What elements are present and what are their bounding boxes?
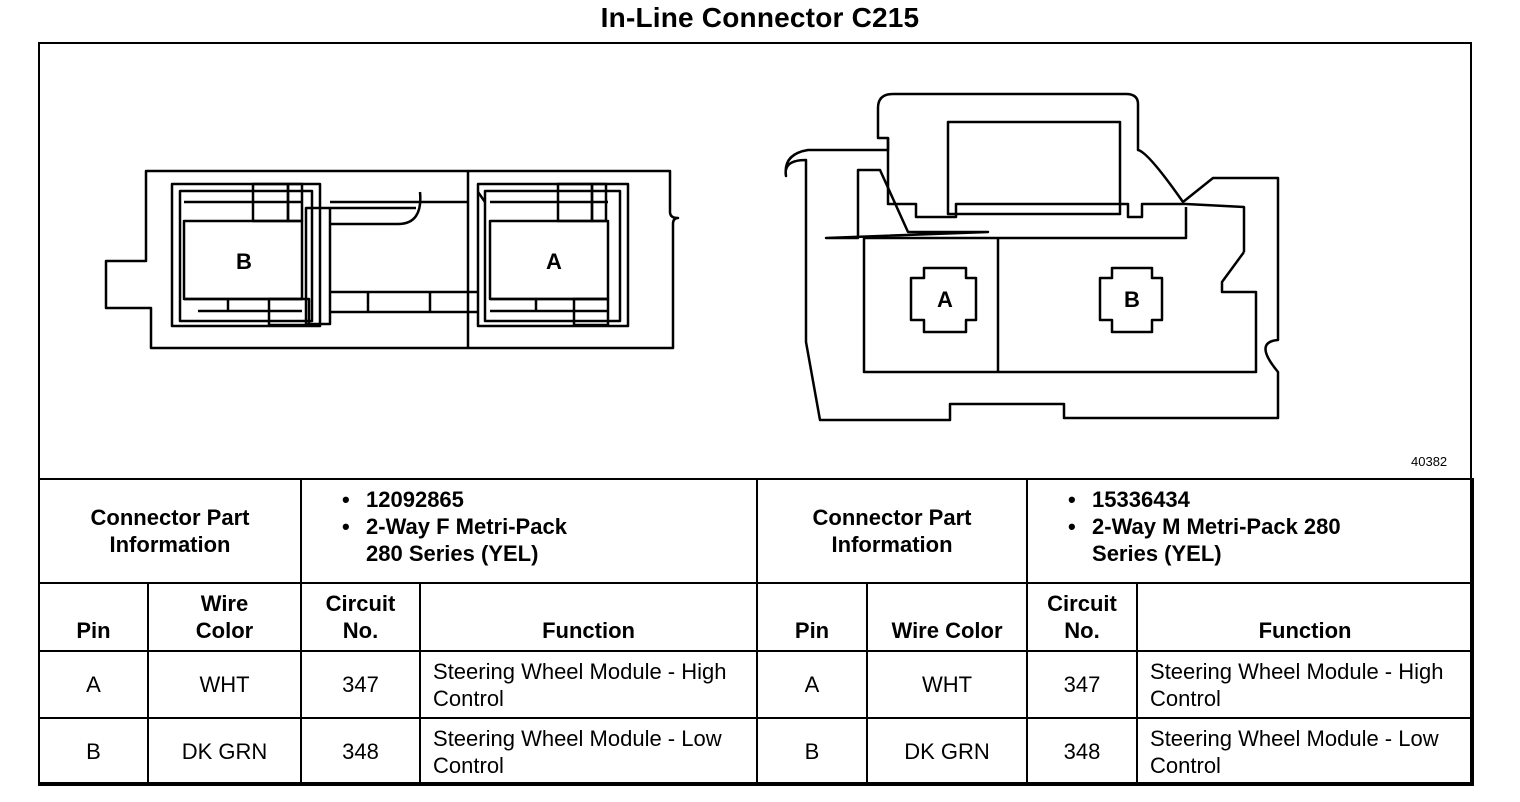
face-pin-label: B xyxy=(236,249,252,274)
part-description: 2-Way M Metri-Pack 280 Series (YEL) xyxy=(1068,513,1342,567)
col-header-pin: Pin xyxy=(756,582,869,652)
col-header-wire-color: Wire Color xyxy=(866,582,1029,652)
part-number: 12092865 xyxy=(342,486,756,513)
col-header-pin: Pin xyxy=(38,582,149,652)
circuit-cell: 348 xyxy=(300,717,422,786)
face-pin-label: A xyxy=(937,287,953,312)
face-pin-label: A xyxy=(546,249,562,274)
wire-color-cell: WHT xyxy=(146,650,303,719)
connector-diagram: B A A B xyxy=(38,42,1472,478)
function-cell: Steering Wheel Module - Low Control xyxy=(419,717,759,786)
part-info-label: Connector Part Information xyxy=(37,478,303,584)
part-info-label: Connector Part Information xyxy=(756,478,1029,584)
table-row: B DK GRN 348 Steering Wheel Module - Low… xyxy=(38,717,1475,786)
function-cell: Steering Wheel Module - High Control xyxy=(1136,650,1475,719)
col-header-wire-color: Wire Color xyxy=(146,582,303,652)
col-header-circuit: Circuit No. xyxy=(1026,582,1139,652)
figure-id: 40382 xyxy=(1411,454,1448,469)
part-description: 2-Way F Metri-Pack 280 Series (YEL) xyxy=(342,513,606,567)
col-header-function: Function xyxy=(419,582,759,652)
function-cell: Steering Wheel Module - High Control xyxy=(419,650,759,719)
face-pin-label: B xyxy=(1124,287,1140,312)
male-connector-drawing xyxy=(784,92,1280,422)
page-title: In-Line Connector C215 xyxy=(600,2,920,33)
col-header-function: Function xyxy=(1136,582,1475,652)
part-number: 15336434 xyxy=(1068,486,1472,513)
circuit-cell: 348 xyxy=(1026,717,1139,786)
header-row: Pin Wire Color Circuit No. Function Pin … xyxy=(38,582,1475,652)
pin-cell: A xyxy=(756,650,869,719)
part-info-details: 15336434 2-Way M Metri-Pack 280 Series (… xyxy=(1026,478,1475,584)
connector-table: Connector Part Information 12092865 2-Wa… xyxy=(37,478,1475,786)
female-connector-drawing xyxy=(104,169,680,350)
circuit-cell: 347 xyxy=(300,650,422,719)
wire-color-cell: DK GRN xyxy=(866,717,1029,786)
circuit-cell: 347 xyxy=(1026,650,1139,719)
part-info-row: Connector Part Information 12092865 2-Wa… xyxy=(37,478,1475,584)
wire-color-cell: DK GRN xyxy=(146,717,303,786)
col-header-circuit: Circuit No. xyxy=(300,582,422,652)
pin-cell: B xyxy=(38,717,149,786)
pin-cell: A xyxy=(38,650,149,719)
function-cell: Steering Wheel Module - Low Control xyxy=(1136,717,1475,786)
wire-color-cell: WHT xyxy=(866,650,1029,719)
table-row: A WHT 347 Steering Wheel Module - High C… xyxy=(38,650,1475,719)
pin-cell: B xyxy=(756,717,869,786)
part-info-details: 12092865 2-Way F Metri-Pack 280 Series (… xyxy=(300,478,759,584)
